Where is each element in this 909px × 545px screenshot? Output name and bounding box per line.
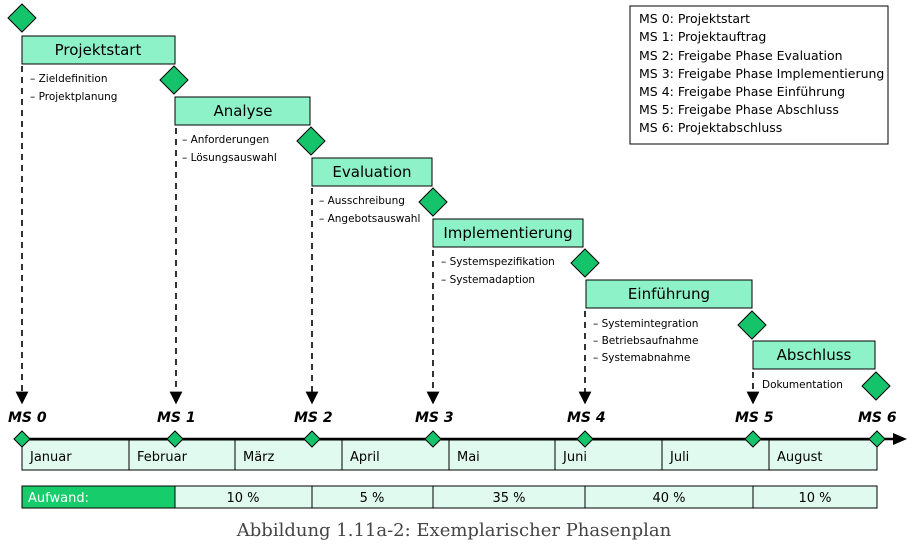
phase-bar-projektstart	[21, 35, 176, 65]
timeline-milestone-marker	[744, 430, 762, 448]
phase-bar-evaluation	[311, 157, 433, 187]
legend-box: MS 0: Projektstart MS 1: Projektauftrag …	[629, 5, 889, 145]
phase-bar-abschluss	[752, 340, 876, 370]
effort-value: 35 %	[492, 491, 525, 506]
effort-value: 10 %	[226, 491, 259, 506]
effort-row: Aufwand: 10 % 5 % 35 % 40 % 10 %	[21, 485, 878, 509]
task-item: – Lösungsauswahl	[182, 152, 277, 164]
phase-label: Analyse	[213, 102, 272, 120]
milestone-label: MS 5	[735, 410, 774, 426]
milestone-diamond	[570, 248, 600, 278]
task-item: – Betriebsaufnahme	[593, 335, 698, 347]
phase-bar-analyse	[174, 96, 311, 126]
timeline-milestone-marker	[424, 430, 442, 448]
task-item: – Angebotsauswahl	[319, 213, 420, 225]
phase-bar-implementierung	[432, 218, 584, 248]
legend-frame	[629, 5, 889, 145]
month-label: April	[350, 450, 380, 465]
legend-item: MS 2: Freigabe Phase Evaluation	[639, 48, 843, 63]
milestone-diamond	[296, 126, 326, 156]
month-label: Juni	[562, 450, 587, 465]
phase-label: Implementierung	[443, 224, 572, 242]
timeline-milestone-marker	[868, 430, 886, 448]
effort-label: Aufwand:	[28, 491, 89, 506]
month-band: Januar Februar März April Mai Juni Juli …	[21, 439, 878, 471]
task-item: – Projektplanung	[30, 91, 117, 103]
task-item: – Anforderungen	[182, 134, 269, 146]
milestone-label: MS 6	[858, 410, 897, 426]
phase-bar-einfuehrung	[585, 279, 753, 309]
task-item: Dokumentation	[762, 379, 843, 391]
milestone-label: MS 0	[8, 410, 47, 426]
legend-item: MS 6: Projektabschluss	[639, 120, 782, 135]
timeline-arrowhead	[893, 433, 907, 445]
milestone-diamond	[737, 310, 767, 340]
task-item: – Systemintegration	[593, 318, 698, 330]
effort-values-frame	[174, 485, 878, 509]
dashed-connectors	[15, 66, 760, 405]
phase-label: Abschluss	[777, 346, 852, 364]
legend-item: MS 1: Projektauftrag	[639, 29, 766, 44]
milestone-label: MS 2	[294, 410, 333, 426]
task-lists: – Zieldefinition – Projektplanung – Anfo…	[30, 73, 843, 391]
phase-label: Projektstart	[55, 41, 142, 59]
milestone-label: MS 4	[567, 410, 606, 426]
legend-item: MS 5: Freigabe Phase Abschluss	[639, 102, 839, 117]
timeline-milestone-marker	[13, 430, 31, 448]
effort-value: 5 %	[360, 491, 385, 506]
task-item: – Ausschreibung	[319, 195, 405, 207]
month-label: Januar	[29, 450, 72, 465]
task-item: – Systemspezifikation	[441, 256, 555, 268]
milestone-labels: MS 0 MS 1 MS 2 MS 3 MS 4 MS 5 MS 6	[8, 410, 897, 426]
legend-item: MS 4: Freigabe Phase Einführung	[639, 84, 845, 99]
timeline-milestone-marker	[303, 430, 321, 448]
milestone-diamond	[418, 187, 448, 217]
legend-item: MS 0: Projektstart	[639, 11, 750, 26]
legend-item: MS 3: Freigabe Phase Implementierung	[639, 66, 884, 81]
milestone-diamond	[7, 3, 37, 33]
month-label: Juli	[669, 450, 689, 465]
milestone-diamond	[861, 371, 891, 401]
phase-label: Evaluation	[332, 163, 411, 181]
task-item: – Systemabnahme	[593, 352, 690, 364]
phase-bars: Projektstart Analyse Evaluation Implemen…	[21, 35, 876, 370]
timeline-axis	[13, 430, 907, 448]
effort-value: 10 %	[798, 491, 831, 506]
month-label: August	[777, 450, 823, 465]
milestone-diamond	[159, 65, 189, 95]
phase-diamonds	[7, 3, 891, 401]
effort-value: 40 %	[652, 491, 685, 506]
timeline-milestone-marker	[166, 430, 184, 448]
month-label: März	[243, 450, 275, 465]
timeline-milestone-marker	[576, 430, 594, 448]
month-label: Mai	[457, 450, 480, 465]
phase-label: Einführung	[628, 285, 710, 303]
task-item: – Zieldefinition	[30, 73, 108, 85]
month-label: Februar	[137, 450, 188, 465]
task-item: – Systemadaption	[441, 274, 535, 286]
milestone-label: MS 1	[157, 410, 196, 426]
milestone-label: MS 3	[415, 410, 454, 426]
figure-caption: Abbildung 1.11a-2: Exemplarischer Phasen…	[236, 520, 672, 541]
